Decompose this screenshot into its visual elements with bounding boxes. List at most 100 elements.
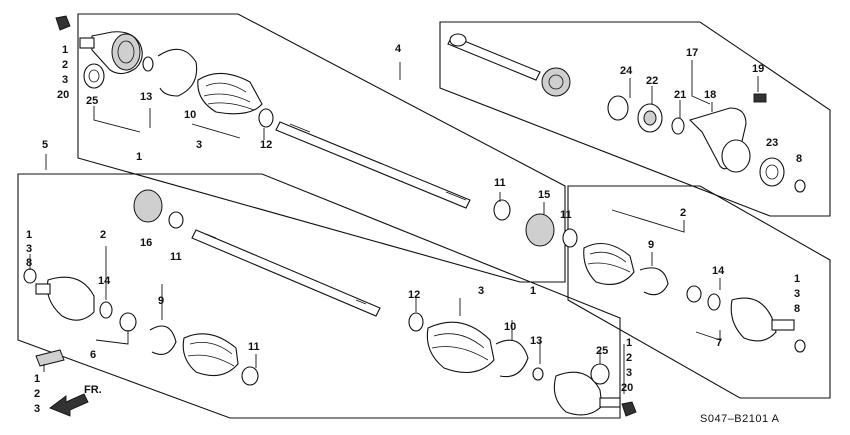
group-bottom-left-joint — [23, 268, 259, 386]
joint-face-top — [111, 33, 141, 71]
callout-8: 8 — [794, 303, 800, 315]
callout-25: 25 — [596, 345, 608, 357]
callout-3: 3 — [794, 288, 800, 300]
boot-bottom-middle — [426, 321, 495, 374]
callout-1: 1 — [530, 285, 536, 297]
callout-14: 14 — [712, 265, 725, 277]
spindle-nut-bottom — [621, 401, 637, 417]
frame-outer-joint-2 — [567, 185, 831, 399]
intermediate-shaft-end — [449, 33, 467, 47]
joint-inner-top — [117, 40, 135, 64]
diagram-code: S047–B2101 A — [700, 413, 780, 425]
clip-8-left — [23, 268, 37, 284]
group-leaders — [29, 60, 759, 394]
joint-stub-bottom — [599, 397, 621, 408]
callout-21: 21 — [674, 89, 686, 101]
intermediate-shaft — [447, 35, 541, 81]
front-direction-label: FR. — [84, 384, 102, 396]
callout-24: 24 — [620, 65, 633, 77]
group-intermediate-shaft — [447, 33, 806, 193]
leaders-top-left — [93, 106, 265, 140]
shaft-spline-top — [289, 123, 467, 201]
spindle-nut-top — [55, 15, 71, 31]
tripod-joint-right — [686, 285, 702, 303]
callout-11: 11 — [170, 251, 182, 263]
damper-16 — [133, 189, 163, 223]
group-shaft-top — [275, 121, 471, 209]
group-top-left-joint — [55, 15, 274, 128]
leaders-middle — [499, 192, 721, 341]
callout-19: 19 — [752, 63, 764, 75]
dust-seal-25-top — [83, 63, 105, 89]
band-11-bottom-left — [241, 366, 259, 386]
band-9-left — [149, 325, 177, 355]
callout-9: 9 — [158, 295, 164, 307]
callout-2: 2 — [34, 388, 40, 400]
callout-18: 18 — [704, 89, 716, 101]
callout-6: 6 — [90, 349, 96, 361]
boot-top-left-ribs — [203, 82, 255, 111]
drive-shaft-bottom — [191, 229, 381, 317]
callout-20: 20 — [621, 382, 633, 394]
tripod-joint-left — [119, 312, 137, 332]
callout-11: 11 — [248, 341, 260, 353]
callout-20: 20 — [57, 89, 69, 101]
boot-band-10-top — [157, 48, 198, 97]
callout-9: 9 — [648, 239, 654, 251]
callout-8: 8 — [26, 257, 32, 269]
callout-3: 3 — [626, 367, 632, 379]
callout-23: 23 — [766, 137, 778, 149]
callout-3: 3 — [478, 285, 484, 297]
callout-3: 3 — [34, 403, 40, 415]
band-11-mid-right — [562, 228, 578, 248]
callout-2: 2 — [680, 207, 686, 219]
clip-8-right — [794, 179, 806, 193]
callout-2: 2 — [626, 352, 632, 364]
group-middle-joint — [493, 199, 806, 353]
callout-14: 14 — [98, 275, 111, 287]
boot-top-left — [197, 72, 263, 115]
ring-13-bottom — [532, 367, 544, 381]
callout-13: 13 — [140, 91, 152, 103]
band-12-bottom — [408, 312, 424, 332]
callout-1: 1 — [136, 151, 142, 163]
intermediate-flange-inner — [548, 74, 564, 90]
callout-10: 10 — [504, 321, 516, 333]
band-9-right — [639, 267, 669, 296]
ring-14-left — [99, 301, 113, 319]
leaders-bottom — [29, 246, 625, 394]
front-arrow-icon — [49, 393, 89, 417]
callout-10: 10 — [184, 109, 196, 121]
group-callouts: 1 2 3 20 25 13 10 1 3 12 4 5 17 19 24 22… — [26, 43, 802, 415]
callout-1: 1 — [626, 337, 632, 349]
callout-4: 4 — [395, 43, 402, 55]
leaders-top-right — [45, 60, 759, 170]
drive-shaft-top — [275, 121, 471, 209]
dust-seal-25-top-inner — [88, 69, 100, 83]
frame-assembly-5 — [17, 173, 621, 419]
frame-assembly-17 — [439, 21, 831, 217]
joint-stub-top — [79, 37, 95, 49]
group-bottom-middle-joint — [408, 312, 637, 417]
boot-left — [182, 333, 239, 377]
callout-3: 3 — [62, 74, 68, 86]
band-12-top — [258, 108, 274, 128]
callout-1: 1 — [794, 273, 800, 285]
callout-15: 15 — [538, 189, 550, 201]
callout-12: 12 — [408, 289, 420, 301]
boot-band-10-bottom — [495, 339, 529, 378]
callout-1: 1 — [26, 229, 32, 241]
boot-right-ribs — [587, 251, 631, 273]
bearing-22-inner — [643, 110, 657, 126]
callout-3: 3 — [26, 243, 32, 255]
dust-seal-25-bottom — [590, 363, 610, 385]
seal-23 — [759, 157, 785, 187]
callout-13: 13 — [530, 335, 542, 347]
ring-14-right — [707, 293, 721, 311]
group-shaft-bottom — [133, 189, 381, 317]
band-11-left — [168, 211, 184, 229]
seal-23-inner — [765, 164, 779, 180]
callout-17: 17 — [686, 47, 698, 59]
support-bore-ring — [721, 139, 751, 173]
